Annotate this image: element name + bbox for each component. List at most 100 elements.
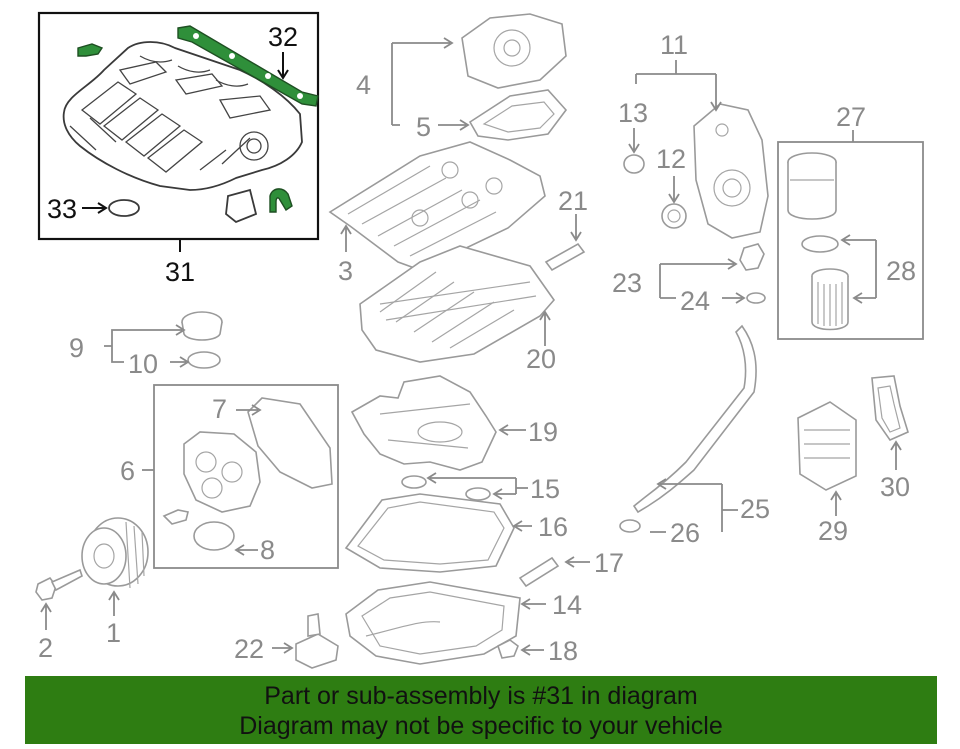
leader-5: [392, 119, 470, 131]
callout-25: 25: [740, 494, 770, 524]
callout-8: 8: [260, 535, 275, 565]
callout-4: 4: [356, 70, 371, 100]
leader-16: [512, 520, 532, 532]
leader-3: [340, 224, 352, 252]
callout-28: 28: [886, 256, 916, 286]
o-ring-15a[interactable]: [401, 475, 427, 489]
callout-33: 33: [47, 194, 77, 224]
dipstick-cap[interactable]: [739, 243, 765, 271]
leader-29: [830, 490, 842, 516]
callout-17: 17: [594, 548, 624, 578]
leader-23: [659, 258, 746, 304]
callout-13: 13: [618, 98, 648, 128]
callout-6: 6: [120, 456, 135, 486]
callout-20: 20: [526, 344, 556, 374]
o-ring-15b[interactable]: [465, 487, 491, 501]
leader-30: [890, 440, 902, 470]
seal-13[interactable]: [623, 154, 645, 174]
leader-32: [277, 52, 289, 80]
callout-5: 5: [416, 112, 431, 142]
leader-17: [564, 556, 590, 568]
callout-14: 14: [552, 590, 582, 620]
callout-30: 30: [880, 472, 910, 502]
oil-filler-cap[interactable]: [181, 311, 223, 341]
callout-27: 27: [836, 102, 866, 132]
callout-26: 26: [670, 518, 700, 548]
callout-1: 1: [106, 618, 121, 648]
callout-3: 3: [338, 256, 353, 286]
o-ring-28[interactable]: [801, 235, 839, 253]
sealant-tube-17[interactable]: [518, 556, 560, 588]
callout-22: 22: [234, 634, 264, 664]
intake-gasket[interactable]: [177, 25, 319, 107]
leader-1: [108, 590, 120, 616]
leader-11: [635, 60, 722, 112]
pump-gasket[interactable]: [468, 89, 568, 141]
callout-19: 19: [528, 417, 558, 447]
parts-diagram: 31 32 33 1 2 3 4 5 6 7 8 9 10 11 12 13 1…: [35, 11, 924, 669]
leader-8: [234, 544, 258, 556]
lower-oil-pan[interactable]: [345, 581, 521, 665]
callout-31: 31: [165, 257, 195, 287]
callout-2: 2: [38, 633, 53, 663]
oil-cooler[interactable]: [797, 401, 857, 491]
leader-25: [650, 478, 738, 533]
front-cover-gasket[interactable]: [247, 397, 333, 489]
callout-24: 24: [680, 286, 710, 316]
leader-20: [539, 310, 551, 346]
callout-29: 29: [818, 516, 848, 546]
front-cover[interactable]: [183, 431, 261, 513]
o-ring-8[interactable]: [193, 521, 235, 551]
cooler-gasket[interactable]: [871, 375, 909, 441]
callout-21: 21: [558, 186, 588, 216]
intake-manifold[interactable]: [62, 41, 303, 191]
oil-level-sensor[interactable]: [295, 613, 339, 669]
banner-line-1: Part or sub-assembly is #31 in diagram: [264, 682, 698, 710]
seal-12[interactable]: [661, 203, 687, 229]
drain-plug[interactable]: [497, 639, 519, 659]
o-ring-33[interactable]: [108, 199, 140, 217]
leader-12: [668, 176, 680, 204]
o-ring-10[interactable]: [187, 351, 221, 369]
camshaft-housing[interactable]: [328, 141, 546, 271]
info-banner: Part or sub-assembly is #31 in diagram D…: [25, 676, 937, 744]
o-ring-26[interactable]: [619, 519, 641, 533]
oil-pan-gasket[interactable]: [344, 493, 515, 573]
bolt-part[interactable]: [162, 509, 189, 525]
callout-10: 10: [128, 349, 158, 379]
leader-28: [840, 234, 877, 304]
leader-18: [520, 644, 544, 656]
callout-11: 11: [660, 30, 688, 60]
callout-18: 18: [548, 636, 578, 666]
o-ring-24[interactable]: [746, 292, 766, 304]
sensor-part[interactable]: [225, 188, 258, 224]
leader-7: [236, 404, 262, 416]
clip-part[interactable]: [77, 43, 104, 57]
timing-cover[interactable]: [693, 103, 769, 239]
callout-7: 7: [212, 394, 227, 424]
callout-23: 23: [612, 268, 642, 298]
assembly-box-31: [37, 11, 320, 241]
leader-13: [628, 128, 640, 154]
upper-oil-pan[interactable]: [359, 245, 556, 363]
callout-15: 15: [530, 474, 560, 504]
dipstick-tube[interactable]: [632, 324, 757, 514]
leader-9: [104, 324, 186, 363]
vacuum-pump[interactable]: [461, 13, 567, 89]
oil-filter-element[interactable]: [811, 268, 849, 331]
leader-4: [391, 37, 454, 125]
oil-filter-housing[interactable]: [787, 152, 837, 220]
assembly-box-6: [153, 384, 339, 569]
callout-12: 12: [656, 144, 686, 174]
sealant-tube-21[interactable]: [544, 242, 586, 272]
leader-22: [272, 642, 294, 654]
leader-33: [82, 202, 108, 214]
hose-part[interactable]: [269, 188, 293, 213]
crankshaft-pulley[interactable]: [81, 517, 149, 589]
callout-9: 9: [69, 333, 84, 363]
oil-pump-baffle[interactable]: [350, 375, 497, 471]
pulley-bolt[interactable]: [35, 568, 83, 601]
leader-2: [40, 602, 52, 630]
leader-15: [426, 472, 528, 500]
leader-10: [170, 356, 190, 368]
